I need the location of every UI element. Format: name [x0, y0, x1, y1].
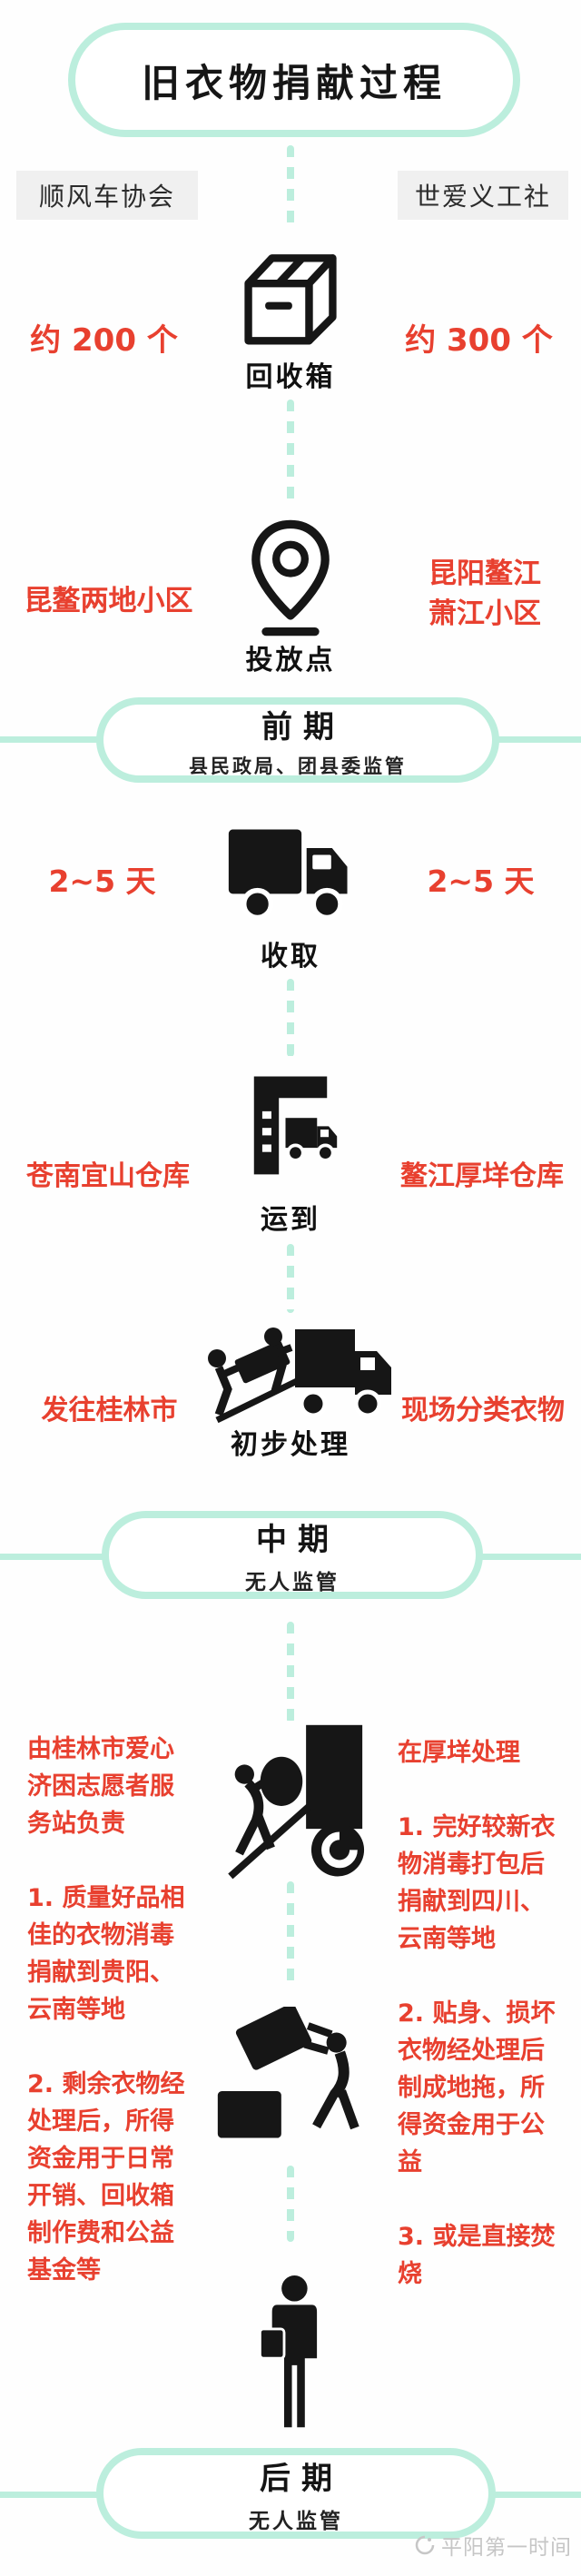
flow-dashed-line	[287, 1881, 294, 1989]
note-process-right: 现场分类衣物	[401, 1395, 565, 1426]
flow-dashed-line	[287, 400, 294, 508]
note-box-left: 约 200 个	[30, 322, 178, 359]
note-collect-right: 2~5 天	[427, 864, 535, 899]
late-phase-left-text: 由桂林市爱心 济困志愿者服 务站负责 1. 质量好品相 佳的衣物消毒 捐献到贵阳…	[27, 1735, 185, 2285]
flow-dashed-line	[287, 2166, 294, 2242]
step-label-drop: 投放点	[245, 645, 336, 676]
note-box-right: 约 300 个	[405, 322, 553, 359]
step-label-process: 初步处理	[231, 1429, 350, 1461]
loading-truck-icon	[208, 1327, 391, 1424]
stage-banner-late: 后期 无人监管	[96, 2448, 496, 2539]
handcart-ramp-icon	[228, 1724, 365, 1880]
stage-late-note: 无人监管	[249, 2508, 343, 2533]
page-title: 旧衣物捐献过程	[68, 23, 520, 137]
note-ship-left: 苍南宜山仓库	[26, 1160, 190, 1192]
stage-late-name: 后期	[260, 2460, 343, 2497]
donation-box-icon	[244, 254, 337, 345]
org-left-label: 顺风车协会	[38, 182, 175, 212]
warehouse-icon	[253, 1076, 338, 1175]
stage-banner-mid: 中期 无人监管	[102, 1511, 483, 1599]
stage-banner-early: 前期 县民政局、团县委监管	[96, 697, 499, 783]
note-process-left: 发往桂林市	[41, 1395, 178, 1426]
note-ship-right: 鳌江厚垟仓库	[400, 1160, 564, 1192]
stage-early-name: 前期	[261, 708, 345, 745]
org-header-left: 顺风车协会	[16, 171, 198, 220]
stage-early-note: 县民政局、团县委监管	[189, 754, 407, 777]
flow-dashed-line	[287, 1244, 294, 1313]
watermark: 平阳第一时间	[414, 2530, 572, 2561]
stage-mid-name: 中期	[256, 1522, 340, 1558]
flow-dashed-line	[287, 979, 294, 1057]
step-label-collect: 收取	[261, 941, 320, 972]
org-header-right: 世爱义工社	[398, 171, 568, 220]
org-right-label: 世爱义工社	[414, 182, 551, 212]
page-title-text: 旧衣物捐献过程	[141, 60, 447, 105]
logo-swirl-icon	[415, 2535, 435, 2555]
box-stacking-icon	[217, 2007, 359, 2138]
flow-dashed-line	[287, 145, 294, 229]
note-collect-left: 2~5 天	[48, 864, 156, 899]
note-drop-left: 昆鳌两地小区	[24, 585, 193, 617]
step-label-ship: 运到	[261, 1204, 320, 1236]
step-label-box: 回收箱	[245, 361, 336, 393]
late-phase-right-text: 在厚垟处理 1. 完好较新衣 物消毒打包后 捐献到四川、 云南等地 2. 贴身、…	[398, 1739, 556, 2288]
watermark-text: 平阳第一时间	[441, 2536, 572, 2560]
stage-mid-note: 无人监管	[245, 1570, 340, 1594]
note-drop-right: 昆阳鳌江 萧江小区	[428, 558, 541, 630]
map-pin-icon	[251, 519, 330, 637]
flow-dashed-line	[287, 1622, 294, 1723]
collect-truck-icon	[228, 829, 348, 921]
standing-person-icon	[258, 2275, 318, 2428]
